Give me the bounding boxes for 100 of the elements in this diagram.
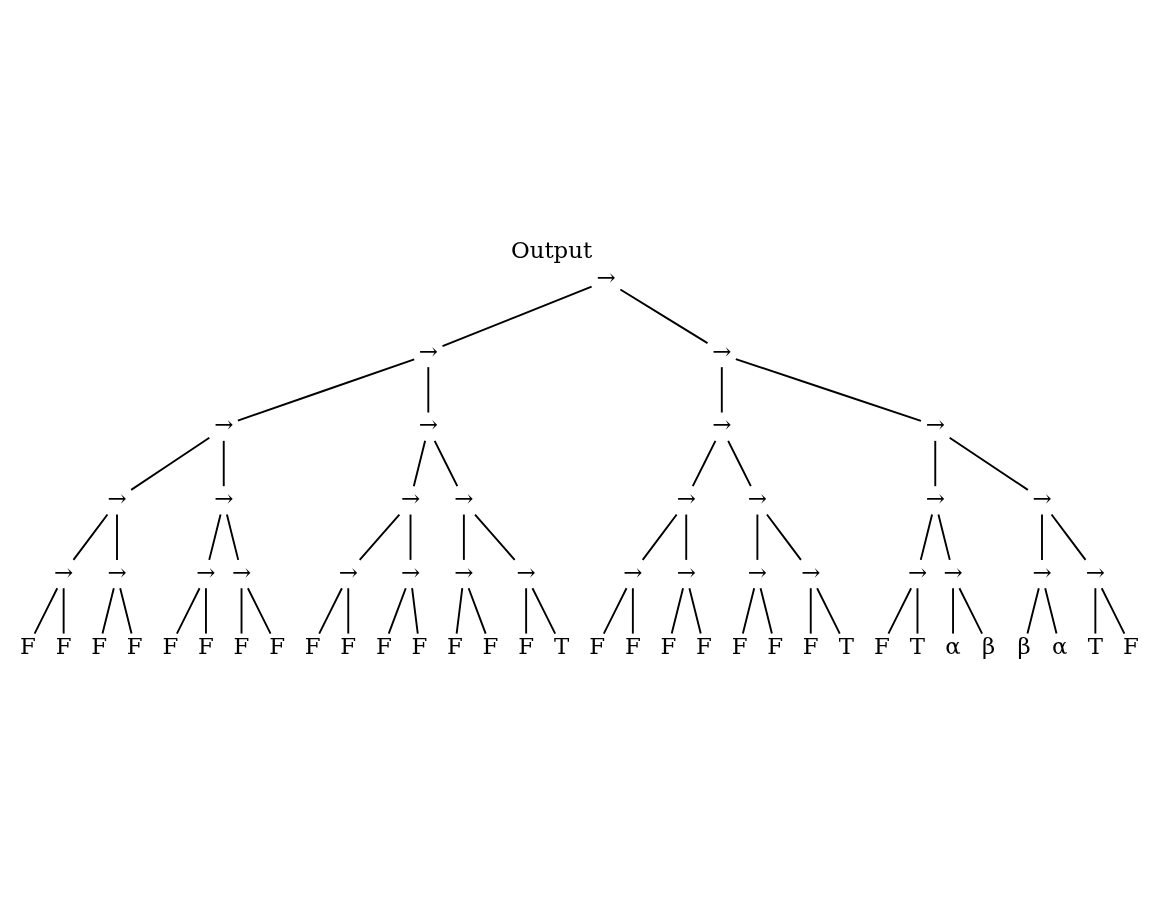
connector	[809, 586, 812, 635]
connector	[236, 357, 416, 422]
node-text: F	[589, 632, 606, 659]
node-text: F	[660, 632, 677, 659]
node-text: β	[982, 632, 996, 659]
connector	[525, 586, 528, 635]
node-text: →	[1085, 558, 1105, 585]
node-text: →	[400, 484, 421, 511]
connector	[720, 365, 723, 413]
node-text: F	[696, 632, 712, 659]
connector	[358, 513, 401, 561]
node-text: F	[126, 632, 143, 659]
connector	[602, 586, 628, 635]
connector	[958, 586, 984, 635]
node-text: F	[767, 632, 784, 659]
connector	[433, 439, 459, 487]
node-text: →	[747, 484, 767, 511]
node-text: →	[196, 558, 216, 585]
node-text: α	[1052, 632, 1068, 659]
connector	[1100, 586, 1126, 635]
connector	[1044, 586, 1058, 635]
connector	[1041, 513, 1043, 561]
connector	[919, 513, 934, 561]
connector	[756, 513, 759, 561]
node-text: F	[304, 632, 321, 659]
connector	[441, 285, 593, 347]
connector	[116, 513, 118, 561]
node-text: T	[554, 632, 570, 659]
node-text: →	[623, 558, 643, 585]
node-text: →	[107, 558, 127, 585]
node-text: F	[411, 632, 428, 659]
node-text: T	[909, 632, 926, 659]
connector	[246, 586, 272, 635]
connector	[208, 513, 222, 561]
node-text: →	[801, 558, 821, 585]
connector	[225, 513, 240, 561]
node-text: →	[454, 484, 474, 511]
node-text: →	[516, 558, 536, 585]
node-text: →	[214, 484, 234, 511]
node-text: →	[400, 558, 421, 585]
connector	[33, 586, 59, 635]
connector	[937, 513, 951, 561]
node-text: →	[107, 484, 127, 511]
node-text: α	[945, 632, 961, 659]
connector	[727, 439, 752, 487]
connector	[467, 586, 487, 635]
node-text: →	[747, 558, 767, 585]
node-text: →	[907, 558, 928, 585]
connector	[347, 586, 350, 635]
connector	[952, 586, 954, 635]
connector	[455, 586, 464, 635]
connector	[1050, 513, 1087, 561]
connector	[934, 439, 937, 487]
node-text: →	[418, 410, 438, 437]
node-text: F	[91, 632, 108, 659]
connector	[685, 513, 688, 561]
connector	[1026, 586, 1040, 635]
node-text: →	[1032, 558, 1052, 585]
connector	[130, 436, 211, 491]
node-text: T	[838, 632, 854, 659]
node-text: →	[418, 337, 438, 364]
connector	[641, 513, 678, 561]
connector	[101, 586, 115, 635]
node-text: F	[1123, 632, 1139, 659]
connector	[427, 365, 430, 413]
node-text: F	[198, 632, 214, 659]
connector	[887, 586, 913, 635]
node-text: F	[375, 632, 392, 659]
node-text: F	[802, 632, 819, 659]
node-text: β	[1017, 632, 1031, 659]
node-text: F	[233, 632, 250, 659]
node-text: →	[712, 337, 732, 364]
node-text: →	[338, 558, 358, 585]
connector	[765, 513, 802, 561]
node-text: T	[1087, 632, 1103, 659]
connector	[119, 586, 133, 635]
connector	[816, 586, 841, 635]
connector	[670, 586, 684, 635]
node-text: F	[624, 632, 641, 659]
node-text: F	[873, 632, 890, 659]
connector	[409, 513, 412, 561]
connector	[462, 513, 465, 561]
node-text: →	[231, 558, 252, 585]
node-text: →	[214, 410, 234, 437]
connector	[619, 288, 709, 344]
connector	[741, 586, 756, 635]
connector	[948, 436, 1029, 491]
node-text: F	[55, 632, 72, 659]
connector	[631, 586, 634, 635]
connector	[1094, 586, 1097, 635]
node-text: →	[943, 558, 963, 585]
node-text: →	[925, 484, 945, 511]
node-text: F	[20, 632, 36, 659]
connector	[387, 586, 407, 635]
connector	[531, 586, 557, 635]
node-text: →	[925, 410, 945, 437]
connector	[474, 513, 516, 561]
node-text: →	[596, 263, 616, 290]
node-text: F	[482, 632, 499, 659]
connector	[222, 439, 225, 487]
